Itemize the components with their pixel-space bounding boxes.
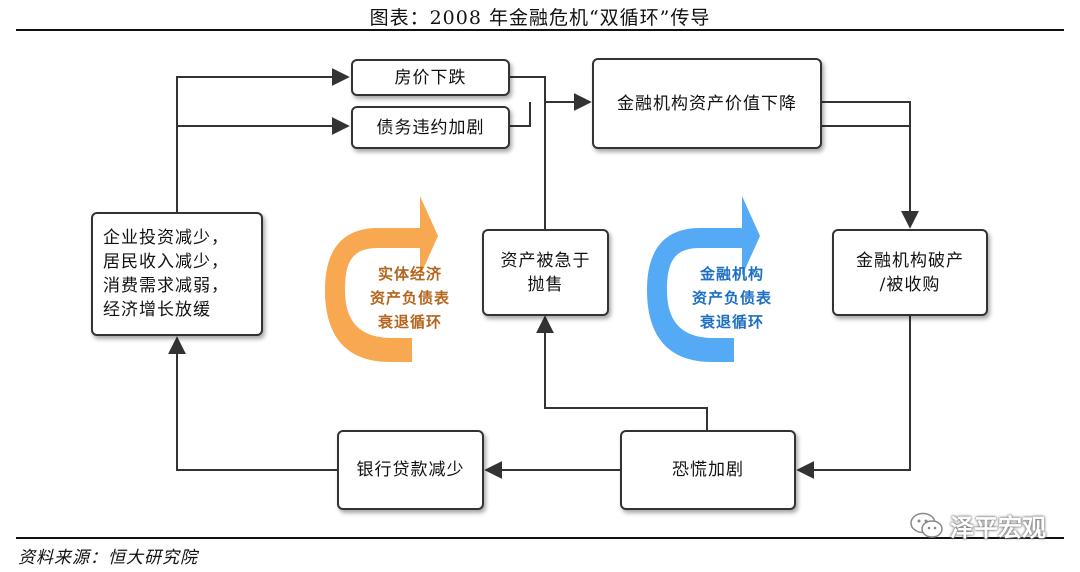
arrow-house-price-to-asset-value [510, 76, 592, 111]
chart-title: 图表：2008 年金融危机“双循环”传导 [369, 7, 711, 29]
watermark-text: 泽平宏观 [950, 514, 1046, 542]
node-asset-value-drop: 金融机构资产价值下降 [592, 58, 822, 149]
arrow-bank-loans-to-economy [168, 336, 337, 471]
node-house-price-drop: 房价下跌 [351, 59, 510, 96]
node-debt-default: 债务违约加剧 [351, 106, 510, 149]
loop-arrow-financial [647, 196, 760, 362]
node-bank-loan-drop: 银行贷款减少 [337, 430, 484, 510]
source-note: 资料来源：恒大研究院 [18, 548, 198, 568]
watermark: 泽平宏观 [910, 508, 1046, 543]
arrow-economy-to-house-price [176, 68, 350, 212]
node-fire-sale: 资产被急于 抛售 [482, 229, 609, 316]
arrow-bankruptcy-to-panic [796, 316, 911, 479]
loop-arrow-real-economy [325, 196, 438, 362]
node-panic: 恐慌加剧 [620, 430, 796, 510]
arrow-asset-value-to-bankruptcy [822, 101, 919, 229]
line-debt-to-merge [510, 102, 531, 127]
wechat-icon [910, 512, 943, 538]
arrow-panic-to-fire-sale [536, 315, 708, 430]
node-institution-bankruptcy: 金融机构破产 /被收购 [832, 229, 988, 316]
loop-label-real-economy: 实体经济 资产负债表 衰退循环 [369, 265, 450, 331]
loop-label-financial: 金融机构 资产负债表 衰退循环 [691, 265, 772, 331]
node-economy-slowdown: 企业投资减少， 居民收入减少， 消费需求减弱， 经济增长放缓 [91, 212, 263, 336]
bottom-rule [16, 537, 1064, 539]
top-rule [16, 29, 1064, 31]
